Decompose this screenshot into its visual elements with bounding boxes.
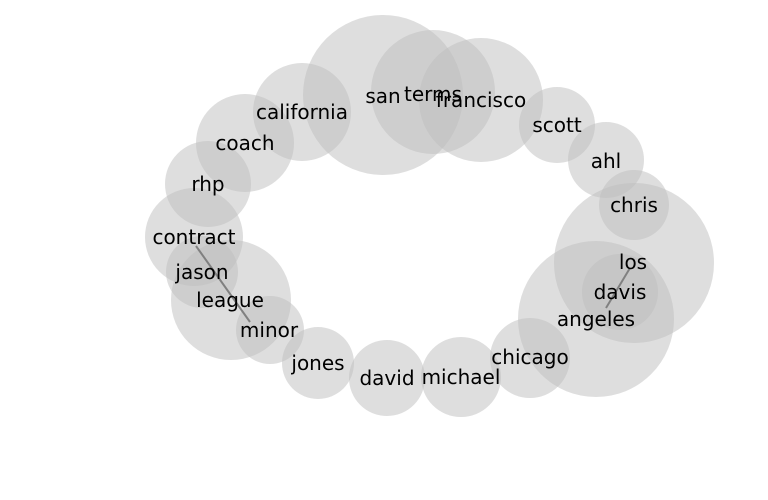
label-francisco: francisco bbox=[436, 88, 526, 112]
label-san: san bbox=[365, 84, 400, 108]
edge-layer bbox=[195, 245, 631, 323]
label-terms: terms bbox=[404, 82, 462, 106]
label-chicago: chicago bbox=[491, 345, 568, 369]
label-jones: jones bbox=[290, 351, 344, 375]
label-los: los bbox=[619, 250, 647, 274]
label-angeles: angeles bbox=[557, 307, 635, 331]
label-chris: chris bbox=[610, 193, 658, 217]
bubble-michael bbox=[421, 337, 501, 417]
label-california: california bbox=[256, 100, 348, 124]
label-league: league bbox=[196, 288, 264, 312]
label-rhp: rhp bbox=[191, 172, 224, 196]
bubble-jones bbox=[282, 327, 354, 399]
bubble-layer bbox=[145, 15, 714, 417]
bubble-francisco bbox=[419, 38, 543, 162]
label-contract: contract bbox=[152, 225, 235, 249]
edge-los-angeles bbox=[605, 267, 631, 309]
label-jason: jason bbox=[174, 260, 228, 284]
label-david: david bbox=[359, 366, 414, 390]
label-coach: coach bbox=[215, 131, 274, 155]
label-minor: minor bbox=[240, 318, 299, 342]
label-scott: scott bbox=[532, 113, 581, 137]
label-davis: davis bbox=[594, 280, 647, 304]
label-ahl: ahl bbox=[591, 149, 622, 173]
bubble-david bbox=[349, 340, 425, 416]
edge-contract-minor bbox=[195, 245, 251, 323]
bubble-chicago bbox=[490, 318, 570, 398]
label-michael: michael bbox=[422, 365, 501, 389]
